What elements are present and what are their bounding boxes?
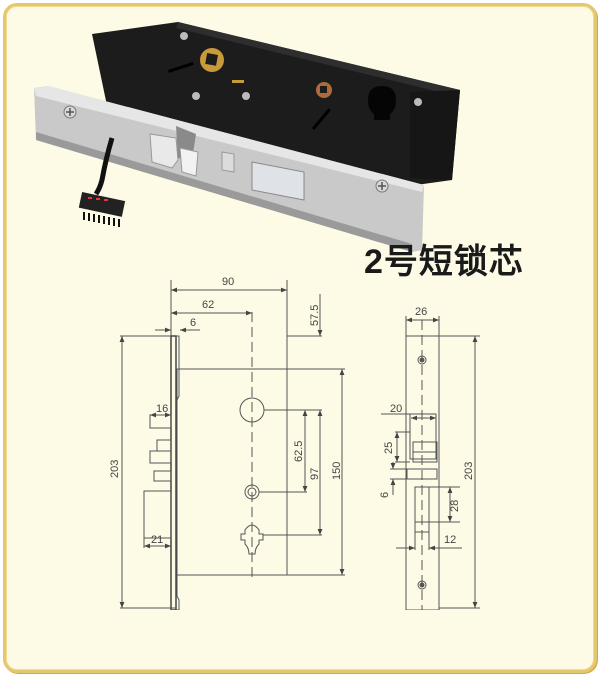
connector-icon	[78, 192, 126, 217]
dim-side-latch-height: 25	[383, 442, 395, 454]
lock-photo	[34, 22, 460, 252]
dim-side-latch-width: 20	[390, 403, 402, 415]
dim-handle-to-cylinder: 97	[309, 468, 321, 480]
dim-side-faceplate-height: 203	[463, 462, 475, 480]
dim-handle-center: 62	[202, 299, 214, 311]
dim-faceplate-height: 203	[109, 460, 121, 478]
front-view-drawing: 90 62 6 57.5 203 62.5 97 150 16 21	[109, 276, 345, 610]
wire-harness	[93, 137, 115, 196]
dim-latch-width: 16	[156, 403, 168, 415]
dim-deadbolt-width: 21	[151, 534, 163, 546]
dim-case-height: 150	[331, 462, 343, 480]
dim-side-deadbolt-height: 28	[449, 500, 461, 512]
cylinder-hole	[368, 86, 396, 120]
dim-side-gap: 6	[379, 492, 391, 498]
dim-overall-width: 90	[222, 276, 234, 288]
lock-case	[92, 22, 460, 190]
cylinder-cutout	[240, 524, 264, 555]
dim-side-deadbolt-width: 12	[444, 534, 456, 546]
dim-top-to-handle: 57.5	[309, 305, 321, 326]
dim-faceplate-thickness: 6	[190, 317, 196, 329]
dim-side-faceplate-width: 26	[415, 306, 427, 318]
dim-handle-to-spindle: 62.5	[293, 441, 305, 462]
latch-bolt	[179, 147, 199, 177]
side-view-drawing: 26 20 25 6 28 12 203	[379, 306, 480, 610]
latch-bolt	[149, 133, 179, 169]
deadbolt	[251, 161, 305, 201]
auxiliary-latch	[221, 151, 235, 173]
product-title: 2号短锁芯	[364, 243, 524, 281]
